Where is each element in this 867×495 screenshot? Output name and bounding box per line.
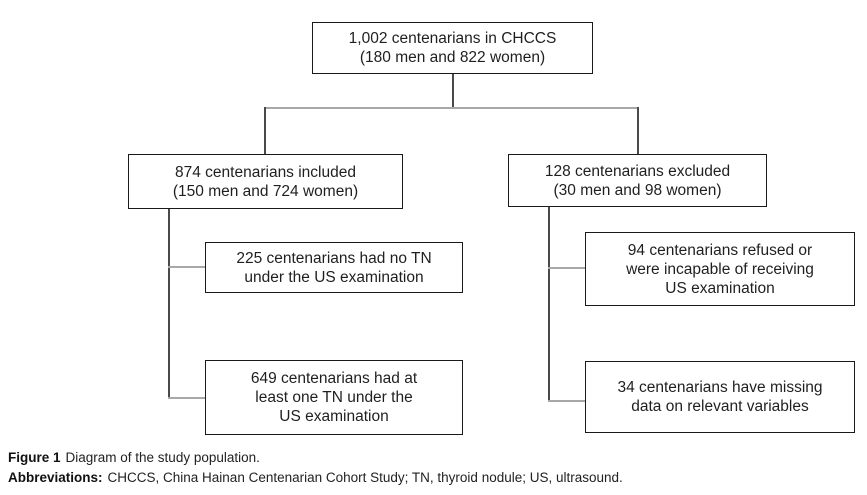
abbreviations-text: CHCCS, China Hainan Centenarian Cohort S…	[107, 470, 623, 485]
abbreviations-caption: Abbreviations: CHCCS, China Hainan Centen…	[8, 469, 623, 486]
node-text-line: (180 men and 822 women)	[359, 49, 546, 66]
node-refused-examination: 94 centenarians refused or were incapabl…	[585, 232, 855, 306]
abbreviations-label: Abbreviations:	[8, 470, 103, 485]
connector-right-stub-lower	[548, 400, 585, 402]
connector-left-stub-lower	[168, 397, 205, 399]
connector-right-sub-vertical	[548, 206, 550, 401]
node-text-line: under the US examination	[244, 268, 424, 286]
node-excluded: 128 centenarians excluded (30 men and 98…	[508, 154, 767, 207]
node-with-thyroid-nodule: 649 centenarians had at least one TN und…	[205, 360, 463, 435]
connector-left-stub-upper	[168, 266, 205, 268]
node-text-line: data on relevant variables	[631, 398, 809, 415]
node-text-line: were incapable of receiving	[626, 260, 814, 278]
node-no-thyroid-nodule: 225 centenarians had no TN under the US …	[205, 242, 463, 293]
connector-right-branch-vertical	[637, 107, 639, 154]
figure-caption: Figure 1 Diagram of the study population.	[8, 449, 260, 466]
node-text-line: US examination	[279, 408, 389, 425]
connector-right-stub-upper	[548, 267, 585, 269]
connector-left-sub-vertical	[168, 208, 170, 399]
node-included: 874 centenarians included (150 men and 7…	[128, 154, 403, 209]
figure-caption-label: Figure 1	[8, 450, 61, 465]
node-text-line: 874 centenarians included	[175, 163, 356, 181]
node-text-line: 225 centenarians had no TN	[236, 249, 432, 267]
connector-left-branch-vertical	[264, 107, 266, 154]
node-text-line: (150 men and 724 women)	[172, 182, 359, 200]
node-text-line: (30 men and 98 women)	[553, 181, 722, 199]
node-text-line: US examination	[665, 279, 775, 297]
connector-top-vertical	[452, 73, 454, 108]
node-text-line: 34 centenarians have missing	[617, 379, 823, 396]
node-text-line: 94 centenarians refused or	[627, 241, 813, 259]
node-total-population: 1,002 centenarians in CHCCS (180 men and…	[312, 22, 593, 74]
figure-caption-text: Diagram of the study population.	[65, 450, 260, 465]
connector-main-horizontal	[264, 107, 638, 109]
node-text-line: 649 centenarians had at	[250, 370, 418, 387]
node-missing-data: 34 centenarians have missing data on rel…	[585, 361, 855, 433]
node-text-line: least one TN under the	[255, 389, 413, 406]
node-text-line: 1,002 centenarians in CHCCS	[348, 30, 557, 47]
node-text-line: 128 centenarians excluded	[544, 162, 731, 180]
